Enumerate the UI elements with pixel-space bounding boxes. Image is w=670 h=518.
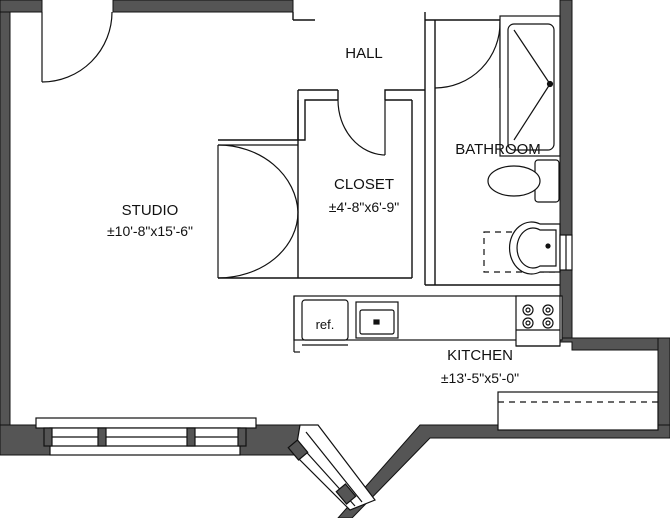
window-mullion [335, 483, 357, 505]
east-wall-upper [559, 0, 573, 236]
window-mullion [97, 427, 107, 447]
range [515, 295, 561, 347]
window-mullion [237, 427, 247, 447]
interior-walls [218, 12, 560, 286]
closet-door-swing-lower [217, 211, 299, 279]
closet-jamb [298, 99, 338, 141]
bump-counter [497, 391, 659, 431]
closet-wall-bottom [297, 100, 412, 279]
doors [41, 11, 501, 279]
refrigerator [301, 299, 349, 341]
burner-icon [522, 317, 534, 329]
bath-door-swing [434, 21, 501, 89]
window-opening [49, 427, 241, 456]
north-wall-left [0, 0, 43, 13]
closet-dimensions: ±4'-8"x6'-9" [329, 199, 399, 215]
bath-sink-basin [516, 227, 557, 269]
kitchen-dimensions: ±13'-5"x5'-0" [441, 370, 519, 386]
closet-wall-right [384, 89, 425, 278]
window-mullion [43, 427, 53, 447]
bathtub-basin [507, 23, 555, 151]
south-wall-left [0, 424, 51, 456]
closet-wall-top-left [297, 89, 339, 140]
entry-door-swing [41, 11, 113, 83]
west-wall [0, 0, 11, 456]
burner-icon [542, 317, 554, 329]
kitchen-step-wall [559, 337, 670, 351]
kitchen-bump-counter [497, 391, 659, 431]
studio-label: STUDIO [122, 202, 179, 219]
burner-icon [542, 304, 554, 316]
studio-dimensions: ±10'-8"x15'-6" [107, 223, 193, 239]
bathroom-west-wall [424, 20, 436, 286]
sink-drain-icon [373, 319, 380, 325]
window-sill [35, 417, 257, 429]
room-labels: HALL BATHROOM CLOSET ±4'-8"x6'-9" STUDIO… [107, 45, 541, 386]
kitchen-counter [293, 295, 563, 353]
toilet-bowl [487, 165, 541, 197]
east-bump-wall [657, 337, 670, 439]
closet-door-swing-upper [217, 144, 299, 213]
windows [35, 417, 376, 511]
tub-drain-icon [546, 80, 554, 88]
kitchen-label: KITCHEN [447, 347, 513, 364]
south-east-wall [337, 424, 670, 518]
bathroom-fixtures [483, 15, 573, 275]
window-mullion [186, 427, 196, 447]
closet-label: CLOSET [334, 176, 394, 193]
bath-sink [509, 221, 561, 275]
north-wall-middle [112, 0, 294, 13]
refrigerator-label: ref. [316, 317, 335, 332]
closet-top-door-swing [337, 99, 386, 156]
bath-sink-drain-icon [545, 243, 551, 249]
kitchen-sink-basin [359, 309, 395, 335]
bay-window-pane-line [305, 431, 363, 503]
bathroom-label: BATHROOM [455, 141, 541, 158]
hall-label: HALL [345, 45, 383, 62]
window-mullion [287, 439, 309, 461]
burner-icon [522, 304, 534, 316]
